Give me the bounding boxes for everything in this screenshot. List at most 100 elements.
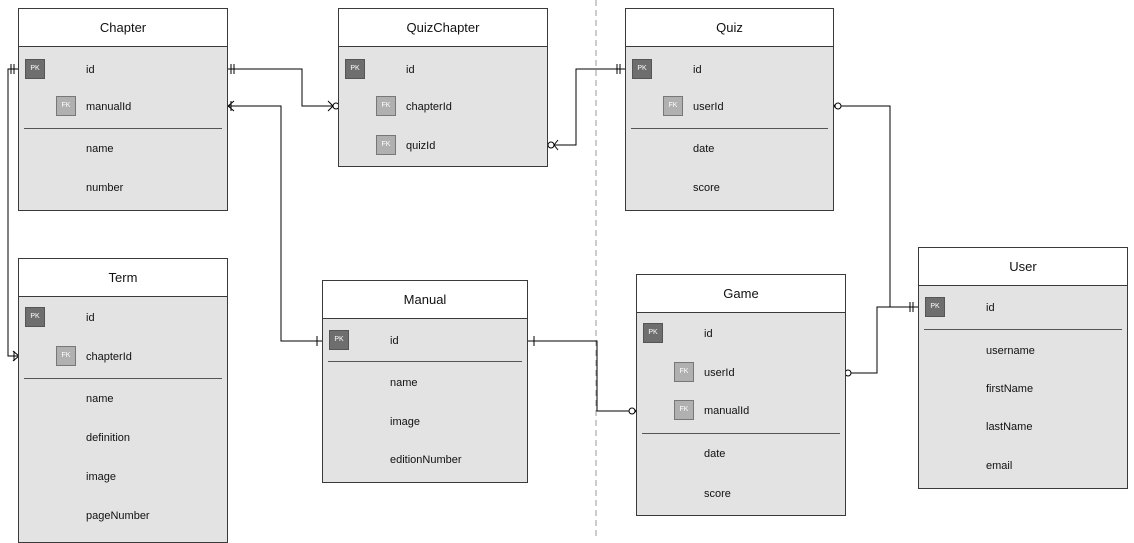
field-row: FK chapterId <box>19 345 227 369</box>
field-row: lastName <box>919 415 1127 439</box>
field-name: email <box>986 460 1013 472</box>
fk-badge: FK <box>56 346 76 366</box>
field-row: date <box>626 137 833 161</box>
field-row: FK userId <box>626 95 833 119</box>
field-row: image <box>19 465 227 489</box>
pk-badge: PK <box>925 297 945 317</box>
field-row: image <box>323 410 527 434</box>
fk-badge: FK <box>674 400 694 420</box>
key-separator <box>924 329 1122 330</box>
field-row: FK userId <box>637 361 845 385</box>
field-row: FK quizId <box>339 134 547 158</box>
field-name: date <box>693 143 715 155</box>
entity-quiz[interactable]: Quiz PK id FK userId date score <box>625 8 834 211</box>
entity-term[interactable]: Term PK id FK chapterId name definition … <box>18 258 228 543</box>
field-name: editionNumber <box>390 454 462 466</box>
pk-badge: PK <box>345 59 365 79</box>
entity-chapter[interactable]: Chapter PK id FK manualId name number <box>18 8 228 211</box>
key-separator <box>24 378 222 379</box>
field-row: PK id <box>626 58 833 82</box>
field-name: quizId <box>406 140 436 152</box>
field-name: firstName <box>986 383 1034 395</box>
pk-badge: PK <box>632 59 652 79</box>
field-name: date <box>704 448 726 460</box>
field-name: id <box>986 302 995 314</box>
entity-game[interactable]: Game PK id FK userId FK manualId date sc… <box>636 274 846 516</box>
key-separator <box>631 128 828 129</box>
field-name: userId <box>693 101 724 113</box>
field-row: firstName <box>919 377 1127 401</box>
field-name: name <box>390 377 418 389</box>
field-name: manualId <box>704 405 750 417</box>
fk-badge: FK <box>376 96 396 116</box>
field-row: FK manualId <box>19 95 227 119</box>
fk-badge: FK <box>56 96 76 116</box>
entity-title: QuizChapter <box>339 9 547 47</box>
entity-quizchapter[interactable]: QuizChapter PK id FK chapterId FK quizId <box>338 8 548 167</box>
field-name: manualId <box>86 101 132 113</box>
entity-title: Quiz <box>626 9 833 47</box>
key-separator <box>24 128 222 129</box>
field-name: name <box>86 143 114 155</box>
rel-manual-chapter <box>227 100 322 346</box>
key-separator <box>328 361 522 362</box>
field-row: name <box>323 371 527 395</box>
field-name: username <box>986 345 1035 357</box>
entity-title: Term <box>19 259 227 297</box>
field-row: number <box>19 176 227 200</box>
fk-badge: FK <box>674 362 694 382</box>
field-name: number <box>86 182 124 194</box>
field-name: score <box>704 488 731 500</box>
pk-badge: PK <box>329 330 349 350</box>
field-row: username <box>919 339 1127 363</box>
field-row: FK manualId <box>637 399 845 423</box>
field-row: editionNumber <box>323 448 527 472</box>
field-name: id <box>390 335 399 347</box>
field-row: email <box>919 454 1127 478</box>
field-name: id <box>693 64 702 76</box>
pk-badge: PK <box>643 323 663 343</box>
field-name: score <box>693 182 720 194</box>
field-name: id <box>406 64 415 76</box>
field-name: chapterId <box>406 101 452 113</box>
fk-badge: FK <box>663 96 683 116</box>
field-name: chapterId <box>86 351 132 363</box>
field-name: image <box>390 416 420 428</box>
pk-badge: PK <box>25 307 45 327</box>
field-name: lastName <box>986 421 1033 433</box>
field-row: PK id <box>19 58 227 82</box>
field-row: name <box>19 387 227 411</box>
field-row: PK id <box>19 306 227 330</box>
field-name: userId <box>704 367 735 379</box>
field-row: FK chapterId <box>339 95 547 119</box>
entity-manual[interactable]: Manual PK id name image editionNumber <box>322 280 528 483</box>
field-name: id <box>704 328 713 340</box>
entity-title: Game <box>637 275 845 313</box>
key-separator <box>642 433 840 434</box>
field-name: id <box>86 64 95 76</box>
field-row: score <box>637 482 845 506</box>
field-row: PK id <box>323 329 527 353</box>
field-row: definition <box>19 426 227 450</box>
rel-quiz-quizchapter <box>547 64 625 151</box>
entity-title: User <box>919 248 1127 286</box>
field-name: pageNumber <box>86 510 150 522</box>
field-row: PK id <box>339 58 547 82</box>
field-row: date <box>637 442 845 466</box>
entity-user[interactable]: User PK id username firstName lastName e… <box>918 247 1128 489</box>
field-name: image <box>86 471 116 483</box>
field-name: name <box>86 393 114 405</box>
field-name: id <box>86 312 95 324</box>
pk-badge: PK <box>25 59 45 79</box>
field-row: PK id <box>919 296 1127 320</box>
field-row: name <box>19 137 227 161</box>
field-row: pageNumber <box>19 504 227 528</box>
rel-manual-game <box>527 336 642 417</box>
field-row: score <box>626 176 833 200</box>
entity-title: Manual <box>323 281 527 319</box>
fk-badge: FK <box>376 135 396 155</box>
field-name: definition <box>86 432 131 444</box>
field-row: PK id <box>637 322 845 346</box>
entity-title: Chapter <box>19 9 227 47</box>
